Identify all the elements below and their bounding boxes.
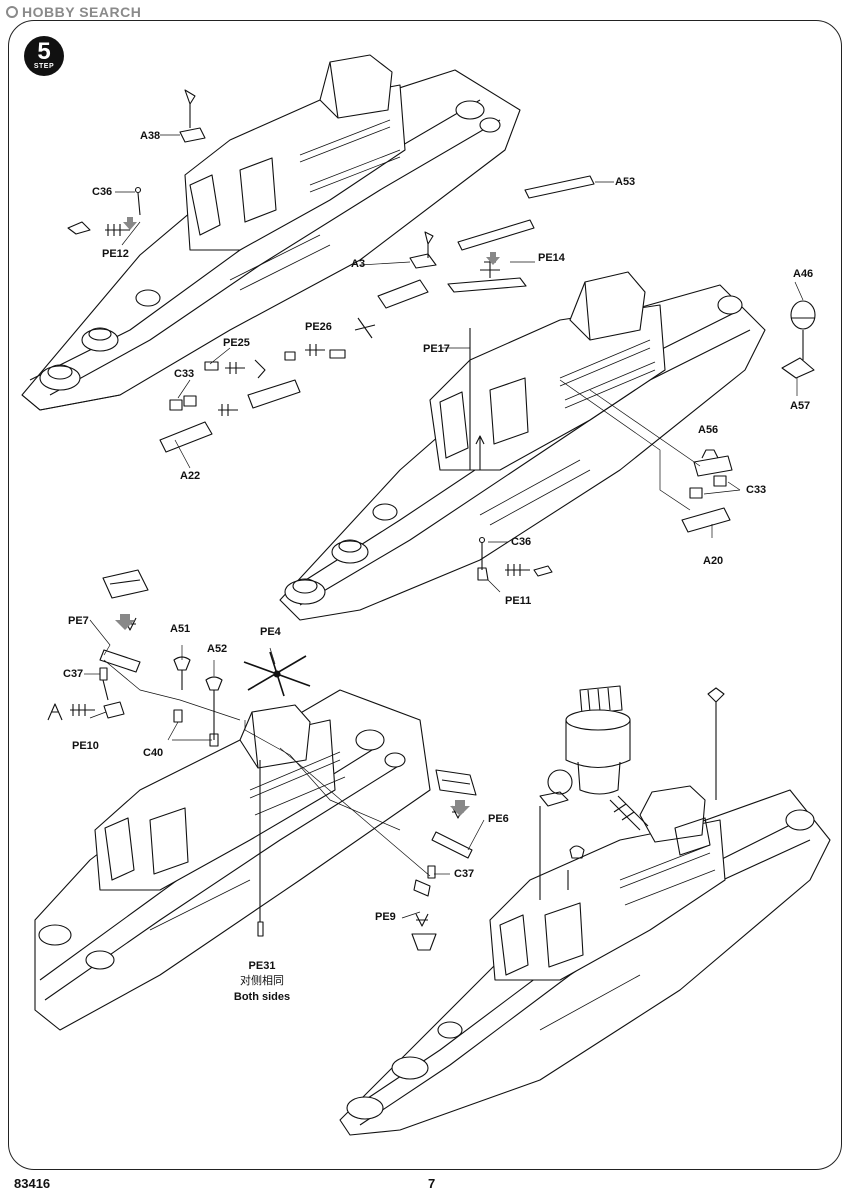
callout-pe11: PE11 xyxy=(505,595,532,607)
callout-a38: A38 xyxy=(140,130,161,142)
callout-pe17: PE17 xyxy=(423,343,450,355)
callout-pe7: PE7 xyxy=(68,615,89,627)
ship-hull-illustration xyxy=(339,785,831,1136)
callout-pe10: PE10 xyxy=(72,740,99,752)
ship-hull-illustration xyxy=(21,54,521,411)
callout-c40: C40 xyxy=(143,747,164,759)
ship-hull-illustration xyxy=(34,689,431,1031)
callout-a51: A51 xyxy=(170,623,191,635)
callout-a3: A3 xyxy=(351,258,366,270)
callout-pe25: PE25 xyxy=(223,337,250,349)
callout-c33-left: C33 xyxy=(174,368,195,380)
callout-a52: A52 xyxy=(207,643,228,655)
callout-c36-top: C36 xyxy=(92,186,113,198)
callout-a57: A57 xyxy=(790,400,811,412)
watermark-text: HOBBY SEARCH xyxy=(22,4,142,20)
ship-hull-illustration xyxy=(279,271,766,621)
page-frame xyxy=(8,20,842,1170)
page-number: 7 xyxy=(428,1176,436,1191)
callout-a56: A56 xyxy=(698,424,719,436)
hobbysearch-watermark: HOBBY SEARCH xyxy=(6,4,141,20)
callout-pe4: PE4 xyxy=(260,626,281,638)
callout-pe6: PE6 xyxy=(488,813,509,825)
callout-c37-left: C37 xyxy=(63,668,84,680)
callout-a22: A22 xyxy=(180,470,201,482)
callout-c37-right: C37 xyxy=(454,868,475,880)
callout-pe14: PE14 xyxy=(538,252,565,264)
callout-a46: A46 xyxy=(793,268,814,280)
kit-code: 83416 xyxy=(14,1176,51,1191)
step-number: 5 xyxy=(37,38,51,65)
callout-c36-mid: C36 xyxy=(511,536,532,548)
step-word: STEP xyxy=(33,63,55,70)
callout-pe31-note-cn: 对侧相同 xyxy=(240,974,284,987)
callout-c33-right: C33 xyxy=(746,484,767,496)
callout-a53: A53 xyxy=(615,176,636,188)
hobbysearch-logo-icon xyxy=(6,6,18,18)
callout-pe12: PE12 xyxy=(102,248,129,260)
callout-a20: A20 xyxy=(703,555,724,567)
step-badge: 5 STEP xyxy=(24,36,64,76)
callout-pe31: PE31 xyxy=(248,960,276,972)
callout-pe9: PE9 xyxy=(375,911,396,923)
callout-pe31-note-en: Both sides xyxy=(233,991,291,1003)
callout-pe26: PE26 xyxy=(305,321,332,333)
